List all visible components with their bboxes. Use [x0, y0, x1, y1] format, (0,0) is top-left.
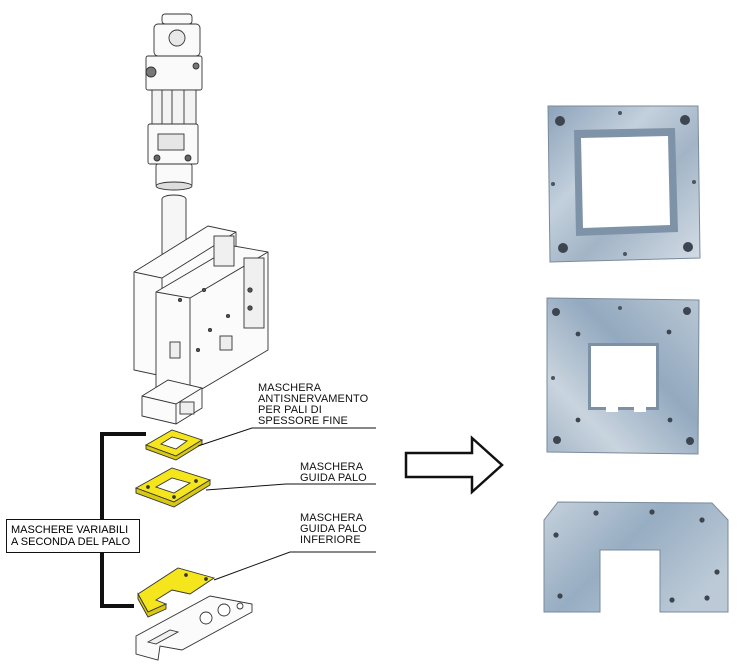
mask-guide — [134, 467, 212, 508]
guide-block — [141, 379, 203, 425]
frame-plates — [133, 225, 269, 397]
right-arrow — [404, 435, 504, 495]
mask-thin-wall — [144, 429, 204, 461]
label-mask-guide: MASCHERA GUIDA PALO — [300, 461, 367, 484]
label-mask-thin-wall: MASCHERA ANTISNERVAMENTO PER PALI DI SPE… — [258, 382, 369, 427]
mask-guide-lower — [137, 567, 216, 618]
photo-mask-thin-wall — [547, 105, 701, 263]
leader-lines — [197, 427, 376, 581]
label-variable-masks: MASCHERE VARIABILI A SECONDA DEL PALO — [6, 519, 140, 553]
photo-mask-guide — [546, 297, 700, 455]
label-mask-guide-lower: MASCHERA GUIDA PALO INFERIORE — [300, 512, 367, 546]
base-plate — [135, 595, 253, 661]
photo-mask-guide-lower — [543, 501, 729, 613]
hydraulic-cylinder — [145, 13, 203, 191]
